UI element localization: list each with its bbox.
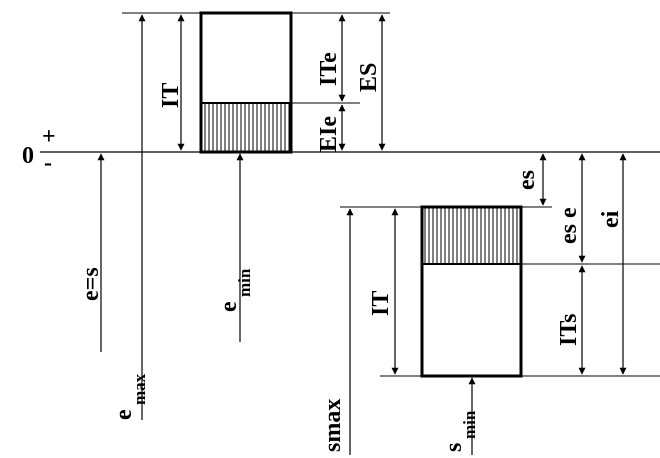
its-label: ITs bbox=[556, 314, 582, 346]
upper-zone-hatch bbox=[201, 103, 291, 152]
eie-label: EIe bbox=[316, 116, 342, 152]
es-lower-label: es bbox=[514, 170, 540, 190]
e-max-sub: max bbox=[130, 373, 149, 405]
es-e-label: es e bbox=[556, 207, 582, 244]
zero-label: 0 bbox=[22, 143, 34, 169]
it-upper-label: IT bbox=[158, 83, 184, 108]
lower-zone-box bbox=[420, 205, 523, 378]
e-eq-s-label: e=s bbox=[78, 267, 104, 301]
s-max-label: smax bbox=[320, 399, 346, 452]
ite-label: ITe bbox=[316, 52, 342, 86]
s-min-base: s bbox=[441, 443, 467, 452]
es-upper-label: ES bbox=[356, 63, 382, 92]
minus-sign: - bbox=[44, 150, 52, 176]
lower-zone-hatch bbox=[422, 207, 521, 264]
e-max-base: e bbox=[111, 409, 137, 420]
e-max-label: e max bbox=[111, 373, 149, 420]
s-min-label: s min bbox=[441, 410, 479, 452]
e-min-sub: min bbox=[235, 268, 254, 297]
it-lower-label: IT bbox=[368, 291, 394, 316]
s-min-sub: min bbox=[460, 410, 479, 439]
ei-label: ei bbox=[598, 210, 624, 228]
e-min-base: e bbox=[216, 301, 242, 312]
plus-sign: + bbox=[42, 124, 56, 150]
e-min-label: e min bbox=[216, 268, 254, 312]
upper-zone-box bbox=[199, 11, 293, 154]
